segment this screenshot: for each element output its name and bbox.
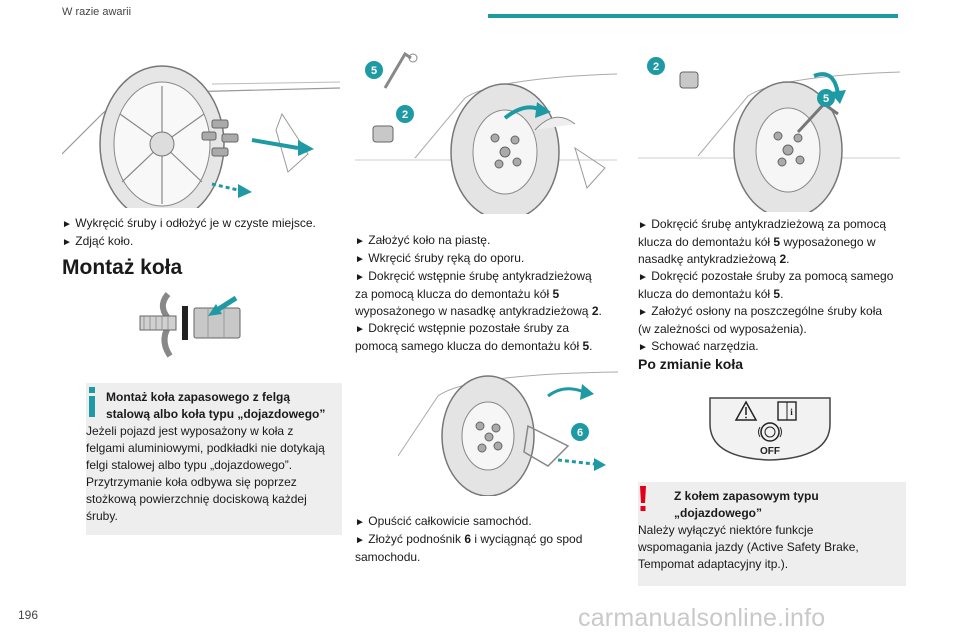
step-item: ► Założyć koło na piastę.	[355, 233, 491, 247]
off-label: OFF	[760, 446, 780, 457]
step-arrow-icon: ►	[638, 220, 648, 231]
control-panel-illustration: i OFF	[706, 394, 834, 462]
header-accent-bar	[488, 14, 898, 18]
info-note-title: Montaż koła zapasowego z felgą stalową a…	[106, 390, 326, 421]
step-arrow-icon: ►	[355, 324, 365, 335]
col2-steps-top: ► Założyć koło na piastę. ► Wkręcić śrub…	[355, 232, 617, 355]
step-item: ► Dokręcić śrubę antykradzieżową za pomo…	[638, 217, 887, 266]
callout-2: 2	[402, 109, 408, 121]
svg-text:i: i	[790, 407, 793, 417]
warning-note-body: Należy wyłączyć niektóre funkcje wspomag…	[638, 523, 859, 571]
step-arrow-icon: ►	[355, 254, 365, 265]
step-arrow-icon: ►	[355, 517, 365, 528]
jack-lowering-illustration: 6	[398, 356, 618, 496]
wheel-tightening-illustration: 2 5	[638, 46, 900, 212]
col1-steps: ► Wykręcić śruby i odłożyć je w czyste m…	[62, 215, 342, 251]
warning-note-title: Z kołem zapasowym typu „dojazdowego”	[674, 489, 819, 520]
step-arrow-icon: ►	[638, 307, 648, 318]
step-arrow-icon: ►	[355, 272, 365, 283]
manual-book-icon: i	[777, 401, 797, 421]
info-icon	[89, 387, 95, 417]
callout-5: 5	[371, 65, 377, 77]
step-item: ► Dokręcić pozostałe śruby za pomocą sam…	[638, 269, 894, 301]
warning-triangle-icon	[734, 400, 758, 421]
info-note-box: Montaż koła zapasowego z felgą stalową a…	[86, 383, 342, 535]
callout-5: 5	[823, 93, 829, 105]
step-item: ► Zdjąć koło.	[62, 234, 134, 248]
page-number: 196	[18, 608, 39, 622]
step-arrow-icon: ►	[62, 219, 72, 230]
header-section-title: W razie awarii	[62, 6, 132, 18]
step-item: ► Opuścić całkowicie samochód.	[355, 514, 532, 528]
step-arrow-icon: ►	[355, 236, 365, 247]
step-item: ► Wkręcić śruby ręką do oporu.	[355, 251, 525, 265]
subheading-po-zmianie-kola: Po zmianie koła	[638, 356, 744, 372]
step-arrow-icon: ►	[638, 272, 648, 283]
step-arrow-icon: ►	[62, 237, 72, 248]
col3-steps: ► Dokręcić śrubę antykradzieżową za pomo…	[638, 216, 908, 356]
wheel-removal-illustration	[62, 44, 340, 208]
step-item: ► Dokręcić wstępnie śrubę antykradzieżow…	[355, 269, 602, 318]
step-arrow-icon: ►	[638, 342, 648, 353]
section-heading-montaz-kola: Montaż koła	[62, 256, 183, 279]
watermark: carmanualsonline.info	[578, 604, 826, 632]
step-arrow-icon: ►	[355, 535, 365, 546]
wheel-bolt-washer-illustration	[138, 286, 258, 360]
wheel-mounting-illustration: 5 2	[355, 48, 617, 214]
step-item: ► Złożyć podnośnik 6 i wyciągnąć go spod…	[355, 532, 583, 564]
callout-6: 6	[577, 427, 583, 439]
warning-exclamation-icon	[640, 486, 646, 511]
step-item: ► Wykręcić śruby i odłożyć je w czyste m…	[62, 216, 316, 230]
warning-note-box: Z kołem zapasowym typu „dojazdowego” Nal…	[638, 482, 906, 586]
step-item: ► Schować narzędzia.	[638, 339, 759, 353]
step-item: ► Założyć osłony na poszczególne śruby k…	[638, 304, 883, 336]
safety-brake-icon	[758, 422, 782, 442]
callout-2: 2	[653, 61, 659, 73]
col2-steps-bottom: ► Opuścić całkowicie samochód. ► Złożyć …	[355, 513, 617, 566]
info-note-body: Jeżeli pojazd jest wyposażony w koła z f…	[86, 424, 325, 523]
